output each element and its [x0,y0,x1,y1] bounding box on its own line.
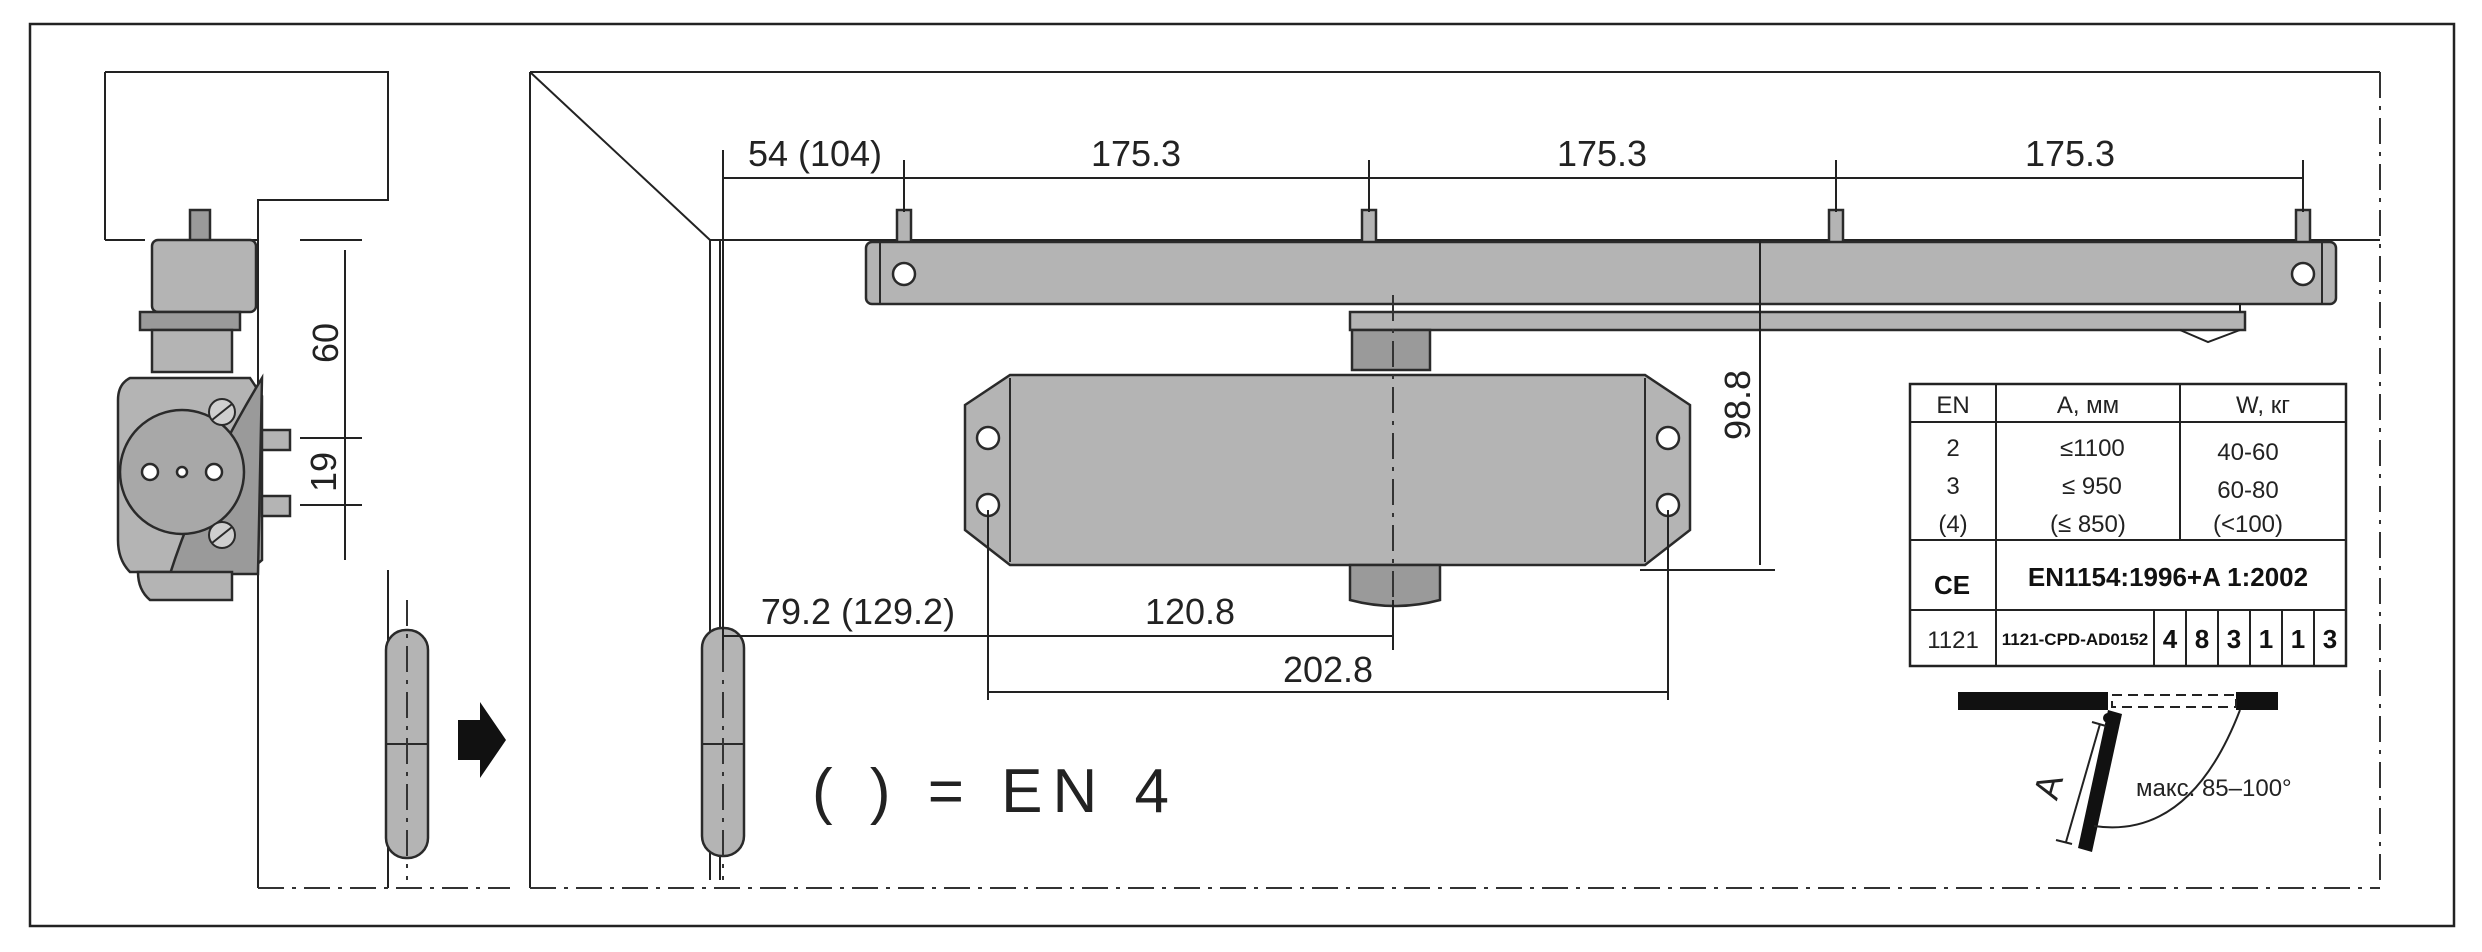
spec-table: EN A, мм W, кг 2 ≤1100 40-60 3 ≤ 950 60-… [1908,382,2348,668]
row-w-4: (<100) [2213,511,2283,538]
header-a: A, мм [2057,392,2119,419]
dim-60: 60 [305,323,346,363]
open-door-leaf [2078,710,2122,852]
class-digit-2: 8 [2195,624,2209,654]
class-digit-3: 3 [2227,624,2241,654]
angle-label: макс. 85–100° [2136,775,2292,802]
class-digit-6: 3 [2323,624,2337,654]
closer-body [963,373,1692,567]
dim-120-8: 120.8 [1145,591,1235,632]
dim-175-a: 175.3 [1091,133,1181,174]
rail-hole-right [2290,261,2316,287]
dim-175-b: 175.3 [1557,133,1647,174]
standard-label: EN1154:1996+A 1:2002 [2028,562,2308,592]
row-a-4: (≤ 850) [2050,511,2126,538]
class-digit-1: 4 [2163,624,2178,654]
dimension-letter-a: A [2025,769,2071,803]
row-w-2: 40-60 [2217,439,2278,466]
header-en: EN [1936,392,1969,419]
cert-code: 1121-CPD-AD0152 [2002,630,2148,649]
row-a-2: ≤1100 [2060,435,2125,462]
dim-54: 54 (104) [748,133,882,174]
slide-rail [864,240,2338,306]
closer-valve [1348,563,1442,608]
dim-19: 19 [303,452,344,492]
closed-door-ghost [2111,694,2237,708]
en-legend: ( ) = EN 4 [812,757,1179,826]
side-arm-block [150,238,258,314]
ce-mark-icon: CE [1934,570,1970,600]
header-w: W, кг [2236,392,2290,419]
front-view: 54 (104) 175.3 175.3 175.3 98.8 79.2 (12… [529,71,2381,889]
angle-arc [2093,709,2241,829]
class-digit-4: 1 [2259,624,2273,654]
row-w-3: 60-80 [2217,477,2278,504]
row-a-3: ≤ 950 [2062,473,2122,500]
dim-79-2: 79.2 (129.2) [761,591,955,632]
dim-202-8: 202.8 [1283,649,1373,690]
row-en-4: (4) [1938,511,1967,538]
side-view: 60 19 [104,71,510,889]
cert-number: 1121 [1927,627,1979,654]
door-angle-diagram: A макс. 85–100° [1958,692,2292,852]
row-en-2: 2 [1946,435,1959,462]
dim-175-c: 175.3 [2025,133,2115,174]
wall-segment [1958,692,2108,710]
rail-hole-left [891,261,917,287]
arrow-right-icon [458,702,506,778]
row-en-3: 3 [1946,473,1959,500]
closer-arm [1348,310,2247,332]
dim-98-8: 98.8 [1717,370,1758,440]
class-digit-5: 1 [2291,624,2305,654]
drawing-border [28,22,2456,928]
